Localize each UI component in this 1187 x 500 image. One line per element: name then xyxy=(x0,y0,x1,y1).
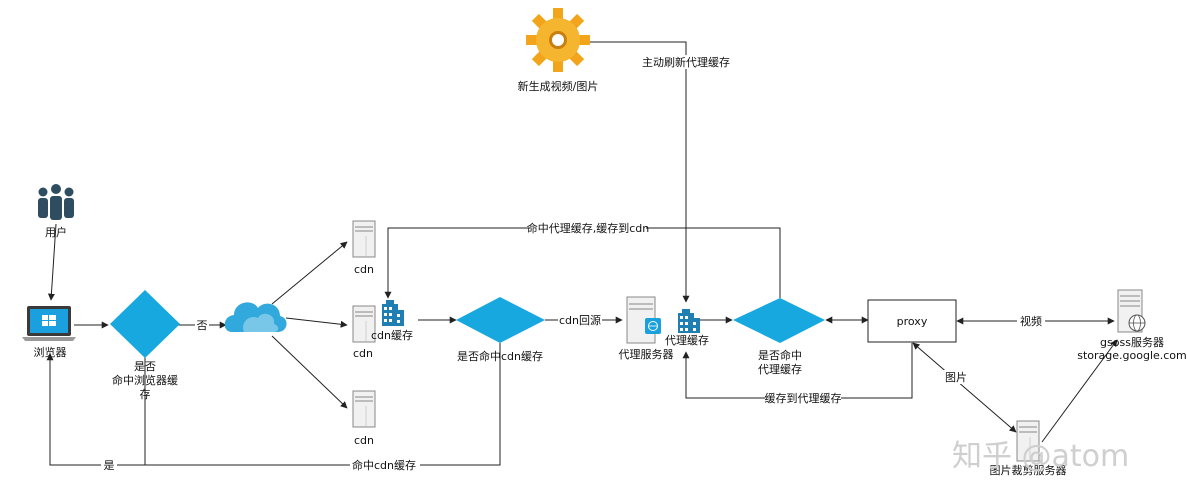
proxy-cache-node: 代理缓存 xyxy=(665,309,709,347)
cdn-cache-label: cdn缓存 xyxy=(371,328,413,342)
edge-cropper-gsoss xyxy=(1041,339,1118,443)
edge-proxy-hit-cdn xyxy=(384,227,781,299)
server-icon xyxy=(352,305,376,343)
proxy-label: proxy xyxy=(897,315,928,328)
server-icon xyxy=(352,390,376,428)
user-node: 用户 xyxy=(38,184,74,239)
cdn-bottom-label: cdn xyxy=(354,434,374,447)
decision-diamond xyxy=(733,298,825,343)
watermark: 知乎 @atom xyxy=(952,439,1129,474)
users-icon xyxy=(38,184,74,220)
cdn-top-label: cdn xyxy=(354,263,374,276)
cdn-cache-decision: 是否命中cdn缓存 xyxy=(456,297,545,363)
browser-check-line3: 存 xyxy=(140,387,151,401)
laptop-icon xyxy=(22,306,76,341)
generator-label: 新生成视频/图片 xyxy=(518,79,599,93)
cdn-cache-node: cdn缓存 xyxy=(371,300,413,342)
edges xyxy=(46,41,1118,466)
browser-node: 浏览器 xyxy=(22,306,76,359)
cdn-mid-node: cdn xyxy=(352,305,376,360)
database-icon xyxy=(678,309,700,333)
database-icon xyxy=(382,300,404,326)
cdn-bottom-node: cdn xyxy=(352,390,376,447)
label-cache-to-proxy: 缓存到代理缓存 xyxy=(765,391,842,405)
gsoss-label-line1: gsoss服务器 xyxy=(1100,336,1164,349)
proxy-check-line1: 是否命中 xyxy=(758,348,802,362)
proxy-server-node: 代理服务器 xyxy=(619,296,674,361)
gsoss-node: gsoss服务器 storage.google.com xyxy=(1077,289,1187,362)
proxy-server-label: 代理服务器 xyxy=(619,348,674,361)
label-cdn-origin: cdn回源 xyxy=(559,313,601,327)
cdn-cloud-node xyxy=(224,302,287,332)
cdn-mid-label: cdn xyxy=(353,347,373,360)
gsoss-label-line2: storage.google.com xyxy=(1077,349,1187,362)
browser-check-line1: 是否 xyxy=(134,360,156,373)
decision-diamond xyxy=(110,290,180,358)
browser-check-line2: 命中浏览器缓 xyxy=(112,373,178,387)
cdn-top-node: cdn xyxy=(352,220,376,276)
label-refresh: 主动刷新代理缓存 xyxy=(642,55,730,69)
edge-cdn-hit xyxy=(46,343,501,466)
server-icon xyxy=(626,296,661,344)
edge-refresh xyxy=(586,41,690,303)
server-icon xyxy=(1117,289,1146,333)
label-yes: 是 xyxy=(104,459,115,472)
edge-cloud-cdn-mid xyxy=(285,317,348,328)
proxy-check-line2: 代理缓存 xyxy=(758,362,802,376)
proxy-node: proxy xyxy=(867,299,957,343)
proxy-box xyxy=(867,299,957,343)
proxy-cache-label: 代理缓存 xyxy=(665,333,709,347)
edge-cloud-cdn-bottom xyxy=(271,335,348,409)
server-icon xyxy=(352,220,376,258)
gear-icon xyxy=(526,8,590,72)
label-proxy-hit-cdn: 命中代理缓存,缓存到cdn xyxy=(527,221,650,235)
browser-cache-decision: 是否 命中浏览器缓 存 xyxy=(110,290,180,401)
cdn-check-label: 是否命中cdn缓存 xyxy=(457,349,543,363)
cropper-label: 图片裁剪服务器 xyxy=(990,463,1067,477)
cropper-node: 图片裁剪服务器 xyxy=(990,420,1067,477)
decision-diamond xyxy=(456,297,545,343)
server-icon xyxy=(1016,420,1040,462)
label-image: 图片 xyxy=(945,371,967,384)
cloud-icon xyxy=(224,302,287,332)
edge-image xyxy=(912,342,1017,433)
generator-node: 新生成视频/图片 xyxy=(518,8,599,93)
edge-cloud-cdn-top xyxy=(271,241,348,305)
browser-label: 浏览器 xyxy=(34,345,67,359)
edge-labels: 主动刷新代理缓存 命中代理缓存,缓存到cdn 否 是 命中cdn缓存 cdn回源… xyxy=(101,55,1045,472)
label-no: 否 xyxy=(197,319,208,332)
user-label: 用户 xyxy=(45,225,67,239)
label-video: 视频 xyxy=(1020,314,1042,328)
proxy-cache-decision: 是否命中 代理缓存 xyxy=(733,298,825,376)
edge-user-browser xyxy=(47,223,57,301)
label-cdn-hit: 命中cdn缓存 xyxy=(352,458,416,472)
